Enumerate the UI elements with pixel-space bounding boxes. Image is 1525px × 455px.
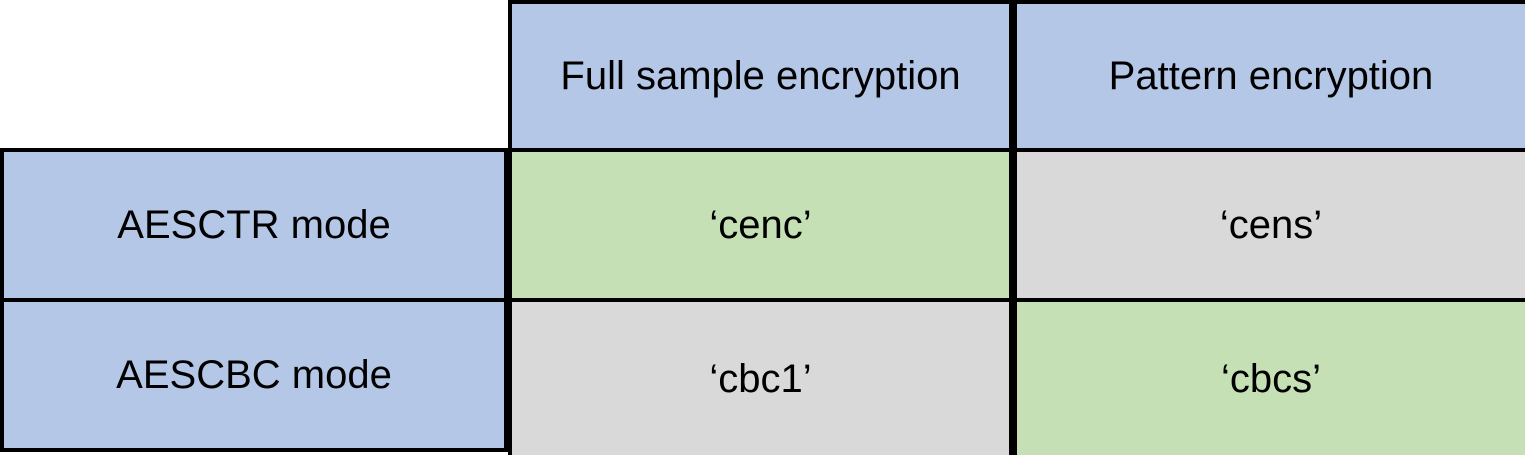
row-header-aesctr-mode: AESCTR mode <box>0 148 508 302</box>
row-header-label: AESCTR mode <box>117 203 391 247</box>
row-header-label: AESCBC mode <box>116 353 392 397</box>
column-header-full-sample-encryption: Full sample encryption <box>508 0 1013 148</box>
row-header-aescbc-mode: AESCBC mode <box>0 302 508 452</box>
cell-aescbc-pattern: ‘cbcs’ <box>1013 302 1525 455</box>
column-header-label: Pattern encryption <box>1108 54 1434 98</box>
cell-aescbc-full-sample: ‘cbc1’ <box>508 302 1013 455</box>
cell-value: ‘cens’ <box>1219 203 1323 247</box>
cell-value: ‘cbcs’ <box>1220 356 1322 401</box>
cell-aesctr-pattern: ‘cens’ <box>1013 148 1525 302</box>
cell-aesctr-full-sample: ‘cenc’ <box>508 148 1013 302</box>
column-header-label: Full sample encryption <box>560 54 961 98</box>
cell-value: ‘cbc1’ <box>709 356 812 401</box>
matrix-corner-cell <box>0 0 508 148</box>
column-header-pattern-encryption: Pattern encryption <box>1013 0 1525 148</box>
cell-value: ‘cenc’ <box>709 203 812 247</box>
